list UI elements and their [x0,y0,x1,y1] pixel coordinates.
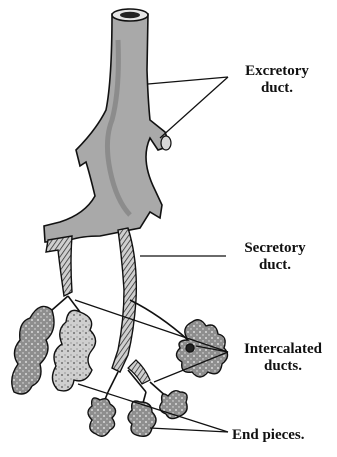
intercalated-label-line1: Intercalated [230,341,336,358]
intercalated-label-line2: ducts. [230,358,336,375]
acinus-left-dark [12,306,54,394]
secretory-label-line2: duct. [228,257,322,274]
branch-stub [161,136,171,150]
acinus-bottom-mid [128,401,156,436]
secretory-label-line1: Secretory [228,240,322,257]
acinus-bottom-left [88,398,116,436]
end-pieces-label: End pieces. [232,427,336,444]
excretory-label-line2: duct. [230,80,324,97]
acinus-right-cluster [176,320,227,377]
excretory-duct-label: Excretory duct. [230,63,324,97]
intercalated-ducts-label: Intercalated ducts. [230,341,336,375]
excretory-duct [44,9,171,242]
secretory-duct-label: Secretory duct. [228,240,322,274]
acinus-left-light [52,310,95,391]
excretory-label-line1: Excretory [230,63,324,80]
